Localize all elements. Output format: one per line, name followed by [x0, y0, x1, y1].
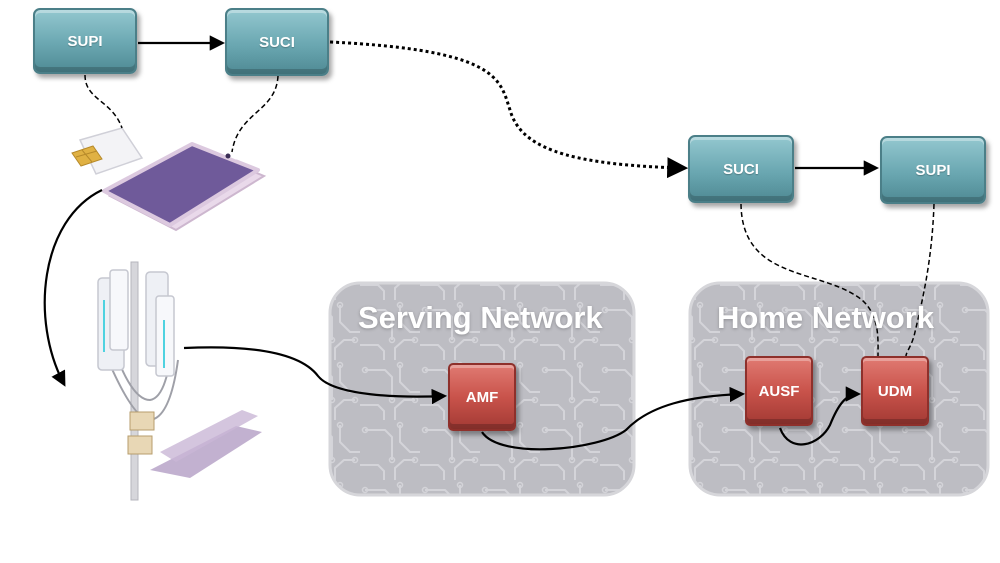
- ausf-node: AUSF: [745, 356, 813, 426]
- dash-suci-to-udm: [740, 203, 879, 357]
- udm-node: UDM: [861, 356, 929, 426]
- suci-key-top: SUCI: [225, 8, 329, 76]
- home-network-title: Home Network: [717, 300, 935, 335]
- connectors: [43, 35, 935, 451]
- dash-suci-to-phone: [231, 75, 279, 153]
- supi-key-top: SUPI: [33, 8, 137, 74]
- suci-key-right: SUCI: [688, 135, 794, 203]
- arrow-phone-to-tower: [43, 189, 103, 387]
- dotted-suci-to-suci: [329, 40, 689, 179]
- sim-card-icon: [71, 127, 144, 175]
- home-network-panel: [688, 281, 990, 497]
- arrow-ausf-to-udm: [778, 386, 862, 446]
- dash-supi-to-sim: [84, 74, 123, 129]
- dash-supi-to-udm: [905, 203, 935, 357]
- cell-tower-icon: [97, 261, 262, 501]
- supi-key-right: SUPI: [880, 136, 986, 204]
- smartphone-icon: [102, 142, 267, 232]
- amf-node: AMF: [448, 363, 516, 431]
- arrow-tower-to-amf: [183, 346, 448, 405]
- arrow-amf-to-ausf: [481, 386, 746, 451]
- serving-network-title: Serving Network: [358, 300, 603, 335]
